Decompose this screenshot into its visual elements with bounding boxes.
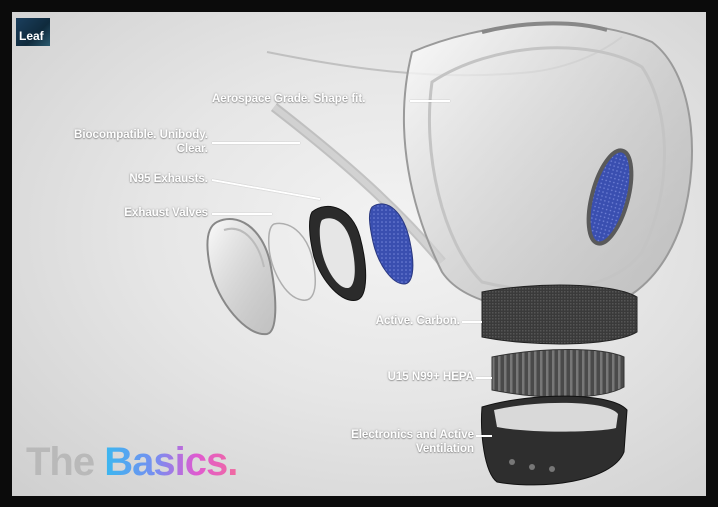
leader-electronics (476, 435, 492, 437)
title-word-basics: Basics. (104, 440, 238, 484)
page-title: The Basics. (26, 440, 238, 484)
callout-biocompatible: Biocompatible. Unibody. Clear. (74, 129, 208, 155)
hepa-filter (491, 349, 625, 398)
product-image-frame: Leaf Aerospace Grade. Shape fit. Biocomp… (12, 12, 706, 496)
callout-exhaust-valves: Exhaust Valves (124, 207, 208, 219)
brand-logo: Leaf (16, 18, 50, 46)
mask-exploded-illustration (206, 21, 693, 486)
leader-carbon (462, 321, 482, 323)
leader-aerospace (410, 100, 450, 102)
n95-exhaust-frame (309, 205, 367, 301)
callout-aerospace: Aerospace Grade. Shape fit. (212, 93, 366, 105)
n95-exhaust-mesh (369, 203, 414, 285)
carbon-filter (481, 284, 638, 345)
callout-n95: N95 Exhausts. (129, 173, 208, 185)
electronics-base (481, 395, 628, 486)
exhaust-valve-clear (206, 217, 277, 336)
exhaust-valve-membrane (268, 222, 316, 301)
leader-exhaust-valves (212, 213, 272, 215)
leader-biocompatible (212, 142, 300, 144)
leader-hepa (476, 377, 492, 379)
callout-carbon: Active. Carbon. (375, 315, 460, 327)
title-word-the: The (26, 440, 95, 484)
logo-text: Leaf (19, 29, 44, 43)
mask-shell (403, 21, 693, 314)
callout-electronics: Electronics and Active Ventilation (351, 429, 474, 455)
callout-hepa: U15 N99+ HEPA (387, 371, 474, 383)
